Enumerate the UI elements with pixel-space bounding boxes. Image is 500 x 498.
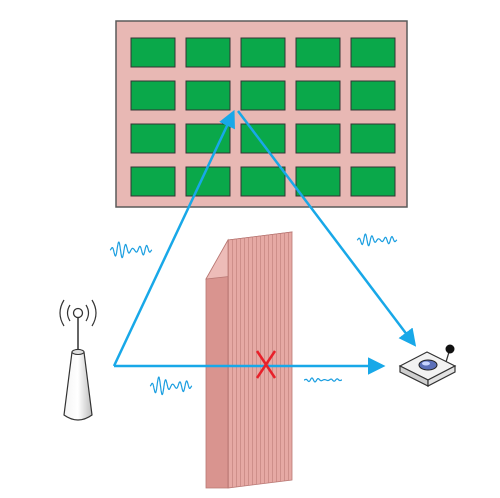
surface-element [240,166,286,197]
surface-elements [130,37,396,197]
wave-packet-direct [149,376,193,396]
wall-front [227,231,293,489]
surface-element [130,166,176,197]
wave-packet-incident [109,241,153,259]
receiver-device-icon [398,344,457,387]
signal-paths [112,109,417,375]
surface-element [185,166,231,197]
surface-element [185,37,231,68]
wave-packet-attenuated [304,377,342,383]
surface-element [130,37,176,68]
wave-packet-reflected [356,233,398,247]
surface-element [240,123,286,154]
access-point-icon [59,299,97,421]
surface-element [295,123,341,154]
surface-element [240,80,286,111]
surface-element [350,80,396,111]
reflected-path [237,110,417,347]
blocked-link-marker [255,350,277,379]
surface-element [295,80,341,111]
surface-element [295,37,341,68]
obstacle-wall [205,231,293,489]
reflective-surface [115,20,408,208]
surface-element [295,166,341,197]
surface-element [350,37,396,68]
surface-element [185,80,231,111]
incident-path [112,109,235,367]
surface-element [185,123,231,154]
surface-element [130,80,176,111]
surface-element [350,123,396,154]
signal-waves [109,233,398,396]
surface-element [130,123,176,154]
surface-element [240,37,286,68]
surface-element [350,166,396,197]
